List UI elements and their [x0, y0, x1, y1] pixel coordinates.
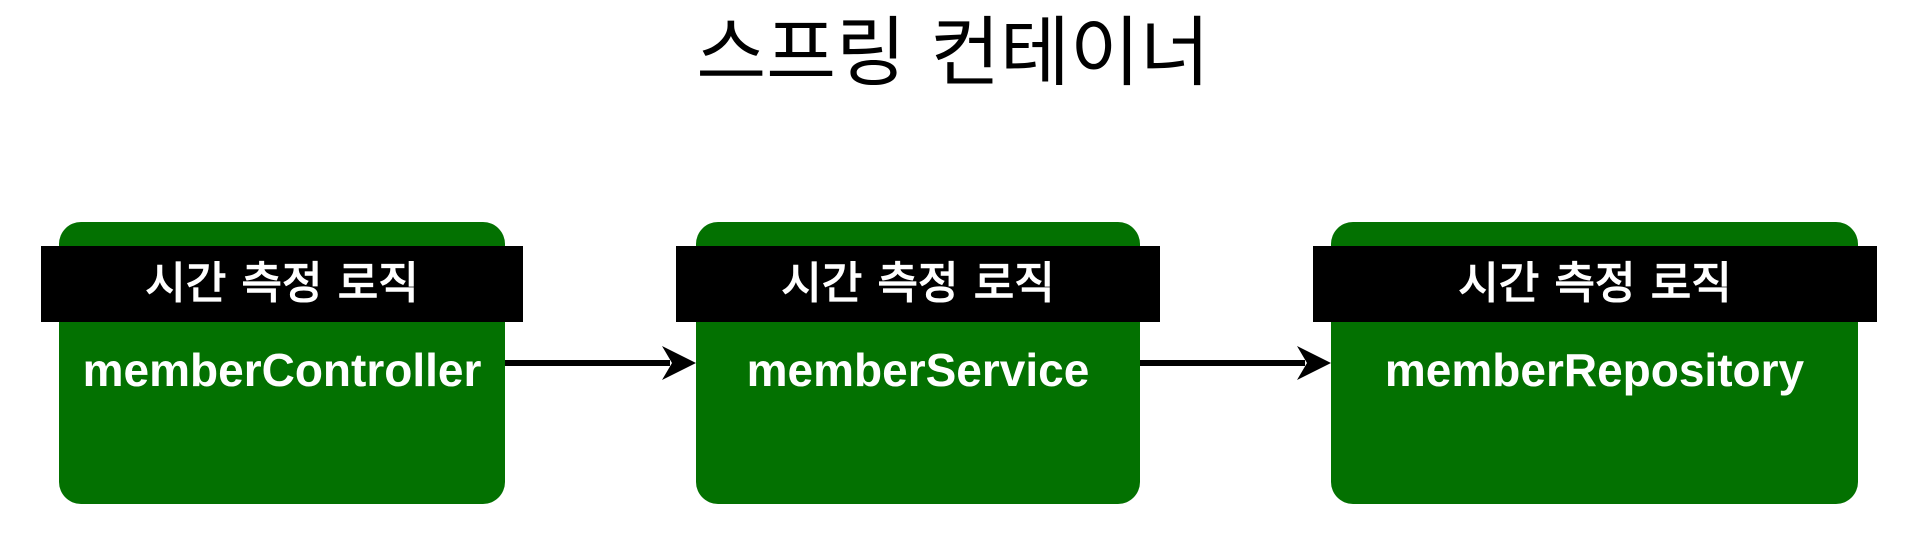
timing-logic-band: 시간 측정 로직 — [1313, 246, 1877, 322]
timing-logic-band: 시간 측정 로직 — [676, 246, 1160, 322]
arrow-service-to-repository — [1140, 346, 1331, 380]
node-label: memberRepository — [1384, 344, 1805, 396]
node-label: memberService — [746, 344, 1090, 396]
arrow-controller-to-service — [505, 346, 696, 380]
diagram-title: 스프링 컨테이너 — [696, 8, 1210, 97]
timing-logic-band: 시간 측정 로직 — [41, 246, 523, 322]
node-label: memberController — [82, 344, 482, 396]
